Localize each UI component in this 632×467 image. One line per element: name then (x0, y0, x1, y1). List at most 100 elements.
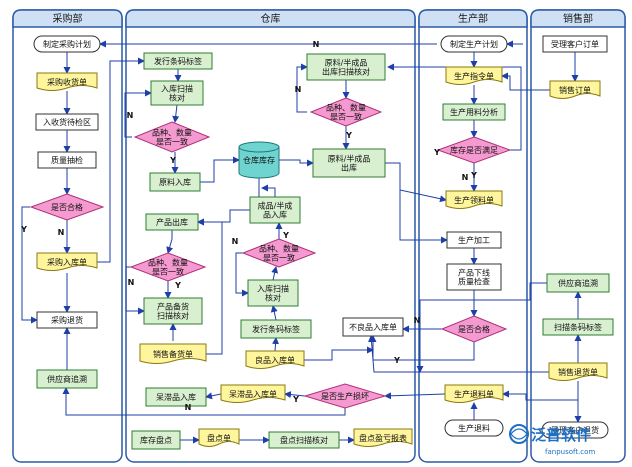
flow-node-shape (36, 252, 98, 271)
flow-node-n01: 制定采购计划 (33, 35, 101, 53)
flow-node-shape (33, 35, 101, 53)
flow-node-n39: 生产加工 (446, 231, 502, 249)
flow-node-shape (36, 369, 98, 389)
flow-node-shape (312, 148, 386, 178)
flow-node-label: 良品入库单 (255, 355, 295, 365)
flow-edge (172, 104, 180, 123)
flow-node-n04: 质量抽检 (37, 151, 97, 169)
flow-node-shape (241, 238, 317, 268)
flow-node-shape (549, 80, 601, 99)
flow-node-label: 是否一致 (152, 267, 184, 277)
flow-node-shape (145, 387, 207, 407)
flow-node-shape (542, 35, 608, 53)
lane-sales-header (530, 9, 626, 28)
flow-node-shape (198, 428, 240, 447)
flow-node-n42: 生产退料单 (444, 384, 504, 403)
flow-edge (200, 156, 240, 183)
flow-node-shape (268, 431, 340, 449)
edge-label: Y (292, 395, 299, 404)
flow-node-label: 品种、数量 (326, 103, 366, 113)
flow-node-label: 是否一致 (330, 112, 362, 122)
flow-edge (279, 159, 314, 167)
flow-node-label: 产品出库 (156, 217, 188, 227)
flow-node-n49: 受理客户退货 (541, 421, 609, 439)
brand-globe-icon (509, 424, 529, 444)
brand-logo: 泛普软件 fanpusoft.com (509, 424, 595, 456)
flow-node-label: 原料入库 (159, 177, 191, 187)
edge-label: N (128, 278, 135, 287)
flow-node-shape (36, 72, 98, 91)
flow-node-n38: 生产领料单 (445, 190, 503, 209)
flow-node-n03: 入收货待检区 (35, 113, 99, 131)
flow-node-shape (546, 273, 610, 293)
flow-node-label: 核对 (265, 293, 281, 303)
edge-label: N (127, 111, 134, 120)
lane-production-title: 生产部 (458, 12, 488, 25)
flow-node-n22: 销售备货单 (139, 343, 207, 364)
flow-node-label: 销售订单 (559, 85, 591, 95)
flow-node-shape (131, 430, 181, 450)
flow-node-n37: 库存是否满足 (436, 136, 512, 164)
flow-edge (296, 63, 308, 113)
flow-node-shape (247, 279, 299, 307)
flow-node-shape (309, 97, 383, 127)
flow-node-label: 受理客户订单 (551, 39, 599, 49)
flow-node-shape (445, 190, 503, 209)
flow-node-shape (139, 343, 207, 364)
flow-node-label: 发行条码标签 (154, 56, 202, 66)
flow-node-label: 盘点单 (207, 433, 231, 443)
flow-node-label: 扫描条码标签 (554, 322, 602, 332)
flow-edge (399, 190, 448, 244)
flow-node-shape (36, 311, 98, 329)
edge-label: N (232, 237, 239, 246)
flow-edge (271, 266, 279, 281)
flow-node-label: 盘点扫描核对 (280, 435, 328, 445)
edge-label: Y (470, 171, 477, 180)
flow-node-label: 采购收货单 (47, 77, 87, 87)
flow-node-label: 品种、数量 (259, 244, 299, 254)
flow-node-label: 供应商追溯 (558, 278, 598, 288)
flow-node-shape (342, 317, 404, 337)
flow-node-n35: 生产指令单 (445, 66, 503, 85)
flow-node-n26: 不良品入库单 (342, 317, 404, 337)
flow-node-shape (133, 121, 211, 153)
brand-swoosh-icon (510, 428, 528, 440)
edge-label: N (462, 173, 469, 182)
flow-node-label: 不良品入库单 (349, 322, 397, 332)
flow-node-shape (245, 350, 305, 369)
flow-node-label: 是否合格 (51, 202, 83, 212)
lane-sales-title: 销售部 (563, 12, 593, 25)
flow-node-shape (150, 80, 204, 106)
edge-label: N (313, 40, 320, 49)
flow-node-label: 供应商追溯 (47, 374, 87, 384)
flow-edge (272, 337, 280, 352)
flow-node-shape (240, 319, 312, 339)
flow-node-n32: 盘点扫描核对 (268, 431, 340, 449)
flow-edge (284, 391, 306, 399)
flow-node-label: 销售退货单 (558, 367, 598, 377)
flow-node-label: 核对 (169, 93, 185, 103)
flow-node-shape (37, 151, 97, 169)
flow-node-label: 入库扫描 (161, 84, 193, 94)
flow-node-shape (542, 318, 614, 336)
flow-node-shape (29, 193, 105, 221)
flow-node-label: 发行条码标签 (252, 324, 300, 334)
flow-edge (97, 57, 145, 263)
flow-node-n13: 仓库库存 (238, 141, 280, 179)
flow-node-shape (442, 103, 506, 121)
flow-edge (62, 387, 346, 416)
flow-node-shape (446, 231, 502, 249)
flow-node-label: 生产指令单 (454, 71, 494, 81)
flow-node-label: 质量检查 (458, 277, 490, 287)
flow-node-label: 品入库 (263, 210, 287, 220)
flow-node-label: 出库 (341, 163, 357, 173)
flow-node-n12: 原料入库 (149, 172, 201, 192)
flow-node-shape (548, 362, 608, 381)
